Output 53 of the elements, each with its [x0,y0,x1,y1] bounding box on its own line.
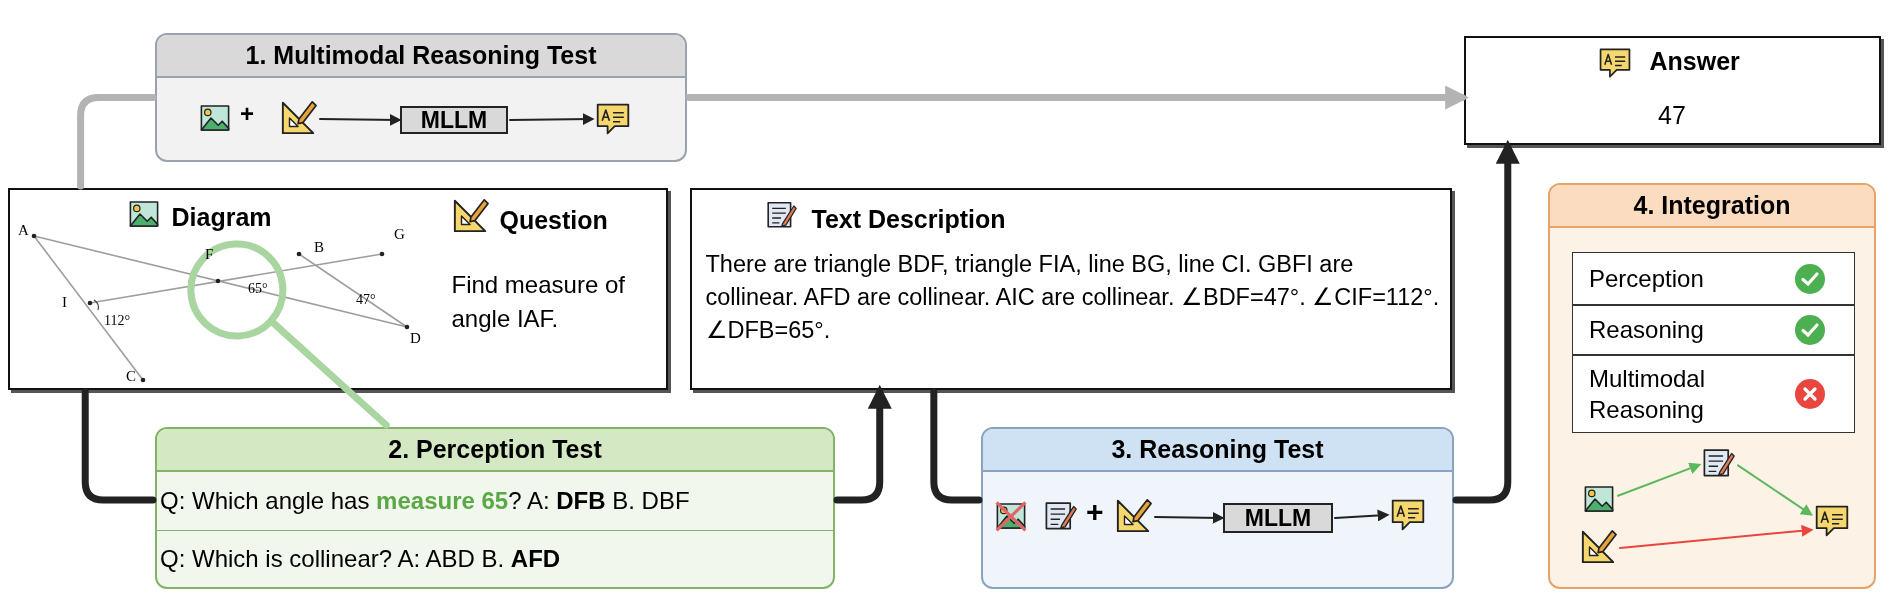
row-label: Perception [1589,263,1705,294]
result-row [1572,355,1855,433]
card-heading: Answer [1649,45,1741,77]
point-label: C [126,368,136,385]
crossed-image-icon [993,500,1029,532]
row-label: Multimodal Reasoning [1589,363,1707,425]
point-label: D [410,330,421,347]
arrow [833,384,892,504]
model-box: MLLM [1223,503,1333,533]
arrow [1617,462,1702,497]
question-text: Find measure of angle IAF. [451,269,626,334]
problem-card [8,188,668,390]
image-icon [198,102,232,134]
plus-sign: + [1086,495,1104,529]
point-label: F [205,246,214,263]
arrow [1737,464,1813,516]
answer-card [1464,36,1881,145]
question-text: Q: Which is collinear? A: ABD B. AFD [160,532,830,586]
arrow [1334,509,1390,522]
point-label: I [62,294,67,311]
panel-header: 2. Perception Test [157,429,833,472]
description-text: There are triangle BDF, triangle FIA, line BG, line CI. GBFI are collinear. AFD are collinear. AIC are collinear. ∠BDF=47°. ∠CIF=112°. ∠DFB=65°. [705,249,1441,346]
model-box: MLLM [400,106,508,134]
arrow [1452,139,1520,504]
point-label: G [394,226,405,243]
point-label: B [314,239,324,256]
image-icon [1582,483,1616,515]
result-row [1572,305,1855,355]
question-text: Q: Which angle has measure 65? A: DFB B. DBF [160,472,830,530]
description-card [690,188,1452,390]
test-panel [155,427,835,589]
angle-label: 47° [356,292,376,308]
card-heading: Text Description [811,203,1007,235]
row-label: Reasoning [1589,315,1705,346]
test-panel [155,33,687,162]
card-heading: Question [499,204,609,236]
card-heading: Diagram [171,201,273,233]
ruler-pencil-icon [1580,527,1618,565]
answer-value: 47 [1657,99,1687,131]
angle-label: 65° [248,281,268,297]
arrow [509,113,595,126]
test-panel [1548,183,1876,589]
test-panel [981,427,1454,589]
plus-sign: + [240,100,254,128]
panel-header: 3. Reasoning Test [983,429,1452,472]
panel-header: 1. Multimodal Reasoning Test [157,35,685,78]
angle-label: 112° [104,313,131,329]
point-label: A [18,222,29,239]
arrow [685,85,1470,110]
panel-header: 4. Integration [1550,185,1874,228]
ruler-pencil-icon [1115,496,1153,534]
result-row [1572,252,1855,305]
ruler-pencil-icon [280,98,318,136]
